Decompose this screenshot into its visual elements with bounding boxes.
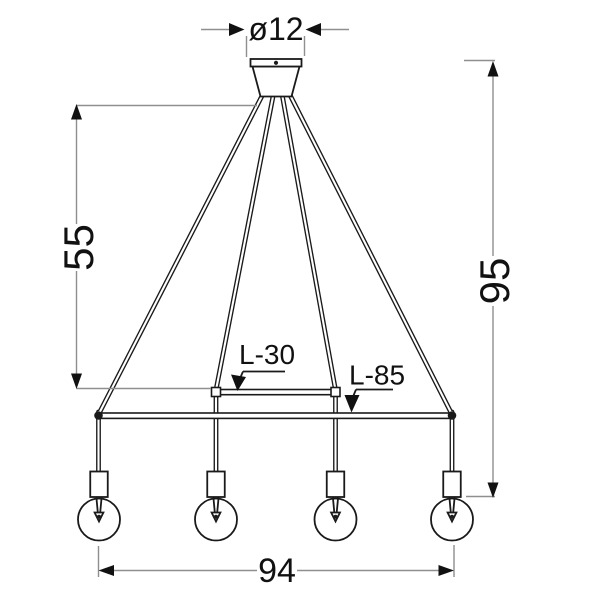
arrowhead-up-icon [487,61,499,77]
ceiling-canopy [249,58,303,98]
leader-short-wire: L-30 [231,339,295,391]
outer-bar-left-junction [94,411,103,420]
long-wire-length-label: L-85 [349,360,405,391]
arrowhead-right-icon [229,23,245,36]
bulb-3 [313,470,358,542]
leader-arrowhead-icon [231,374,246,391]
inner-bar [210,386,341,398]
canopy-screw-dot [273,60,279,65]
short-wire-length-label: L-30 [239,339,295,370]
arrowhead-right-icon [438,565,454,576]
dim-total-height: 95 [464,59,518,498]
bulb-socket [325,470,346,498]
dim-overall-width: 94 [97,545,455,590]
arrowhead-left-icon [305,23,321,36]
bulb-4 [430,470,474,542]
dim-inner-drop: 55 [55,104,257,390]
inner-bar-right-cap [330,386,341,398]
overall-width-label: 94 [258,552,296,590]
arrowhead-left-icon [98,565,114,576]
leader-long-wire: L-85 [344,360,405,413]
canopy-body [251,65,301,98]
arrowhead-down-icon [487,482,499,498]
arrowhead-up-icon [71,104,82,120]
inner-drop-label: 55 [55,224,102,271]
bulb-1 [77,470,121,542]
canopy-diameter-label: ø12 [248,11,303,47]
inner-bar-left-cap [210,386,222,398]
total-height-label: 95 [471,258,518,305]
dim-canopy-diameter: ø12 [201,11,349,57]
bulb-socket [89,470,109,498]
bulb-2 [194,470,238,542]
arrowhead-down-icon [71,373,82,389]
outer-bar-right-junction [447,411,457,420]
bulb-socket [206,470,226,498]
suspension-wires [96,91,455,476]
leader-arrowhead-icon [344,395,360,413]
outer-bar [94,411,457,420]
bulb-socket [442,470,462,498]
